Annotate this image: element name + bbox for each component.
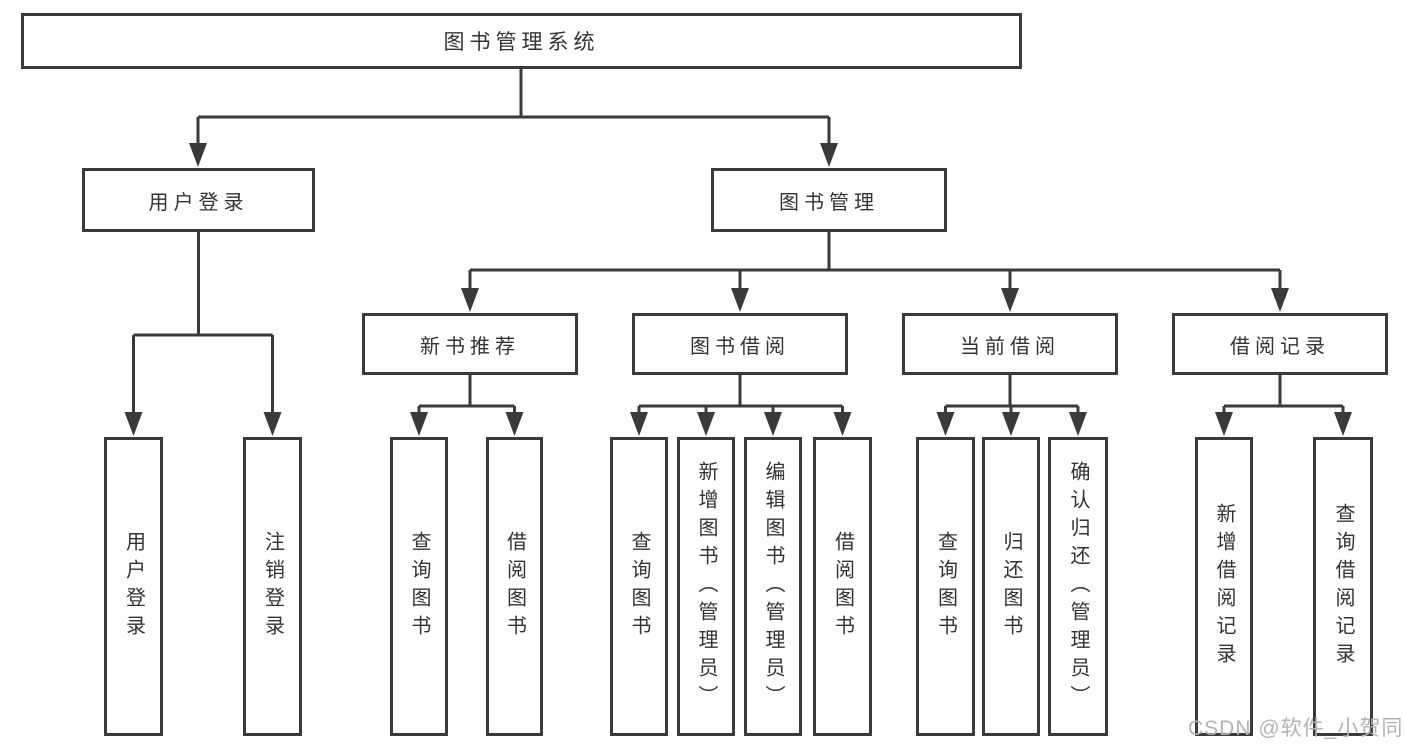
node-book-borrow: 图书借阅 xyxy=(632,313,848,375)
node-user-login: 用户登录 xyxy=(82,168,315,232)
leaf-label: 编辑图书（管理员） xyxy=(762,460,784,713)
leaf-label: 归还图书 xyxy=(1000,530,1022,643)
leaf-label: 查询借阅记录 xyxy=(1332,502,1354,671)
leaf-label: 用户登录 xyxy=(122,530,145,643)
csdn-watermark: CSDN @软件_小贺同学 xyxy=(1188,717,1405,740)
leaf-label: 新增图书（管理员） xyxy=(695,460,717,713)
leaf-borrow-books: 借阅图书 xyxy=(813,437,872,736)
node-book-management: 图书管理 xyxy=(711,168,947,232)
leaf-add-books-admin: 新增图书（管理员） xyxy=(677,437,735,736)
leaf-query-books-borrow: 查询图书 xyxy=(610,437,668,736)
leaf-label: 借阅图书 xyxy=(831,530,854,643)
leaf-query-borrow-record: 查询借阅记录 xyxy=(1313,437,1373,736)
leaf-return-books: 归还图书 xyxy=(982,437,1040,736)
leaf-user-login: 用户登录 xyxy=(104,437,163,736)
leaf-label: 确认归还（管理员） xyxy=(1067,460,1089,713)
leaf-label: 注销登录 xyxy=(261,530,284,643)
leaf-add-borrow-record: 新增借阅记录 xyxy=(1195,437,1253,736)
node-borrow-records: 借阅记录 xyxy=(1172,313,1388,375)
leaf-label: 新增借阅记录 xyxy=(1213,502,1235,671)
node-library-management-system: 图书管理系统 xyxy=(21,13,1022,69)
leaf-label: 借阅图书 xyxy=(503,530,526,643)
leaf-query-books-recommend: 查询图书 xyxy=(390,437,448,736)
leaf-label: 查询图书 xyxy=(934,530,957,643)
leaf-confirm-return-admin: 确认归还（管理员） xyxy=(1048,437,1108,736)
leaf-borrow-books-recommend: 借阅图书 xyxy=(486,437,543,736)
node-current-borrow: 当前借阅 xyxy=(902,313,1118,375)
leaf-query-books-current: 查询图书 xyxy=(916,437,975,736)
leaf-edit-books-admin: 编辑图书（管理员） xyxy=(744,437,802,736)
node-new-book-recommend: 新书推荐 xyxy=(362,313,578,375)
leaf-logout: 注销登录 xyxy=(243,437,302,736)
leaf-label: 查询图书 xyxy=(628,530,650,643)
leaf-label: 查询图书 xyxy=(408,530,430,643)
